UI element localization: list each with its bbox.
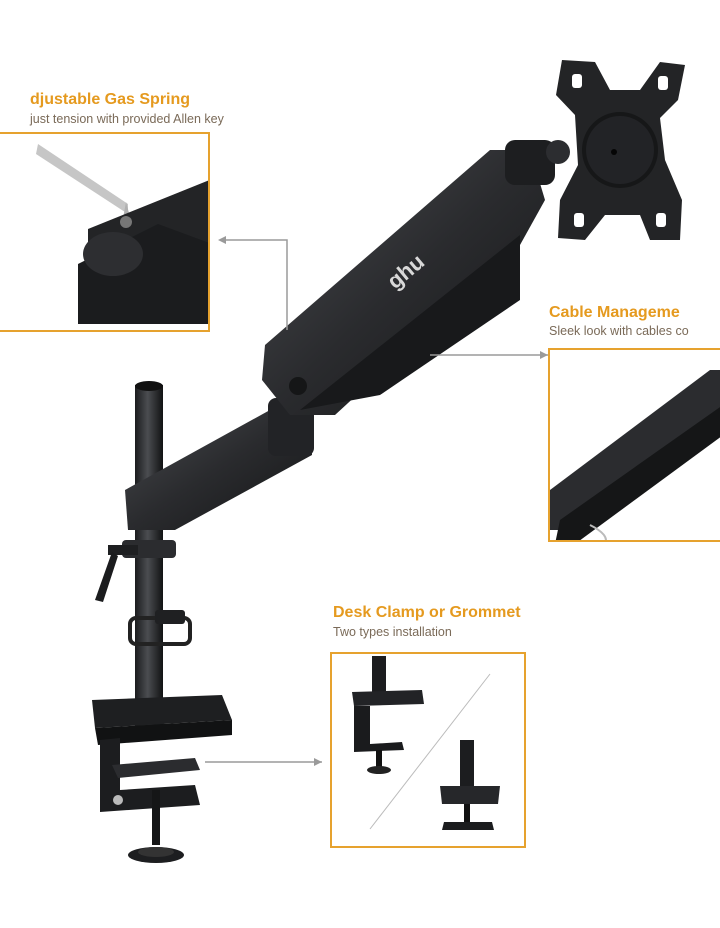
clamp-detail-image bbox=[352, 656, 500, 830]
clamp-title: Desk Clamp or Grommet bbox=[333, 604, 521, 621]
gas-spring-detail-image bbox=[36, 144, 208, 324]
arrow-left-icon bbox=[218, 236, 226, 244]
tilt-joint bbox=[505, 140, 570, 185]
cable-management-title: Cable Manageme bbox=[549, 304, 680, 321]
cable-management-detail-frame bbox=[548, 348, 720, 542]
cable-management-detail-image bbox=[550, 370, 720, 540]
gas-spring-detail-frame bbox=[0, 132, 210, 332]
pole bbox=[122, 381, 192, 735]
vesa-mount-plate bbox=[556, 60, 685, 240]
clamp-detail-frame bbox=[330, 652, 526, 848]
arrow-left-icon bbox=[314, 758, 322, 766]
clamp-subtitle: Two types installation bbox=[333, 625, 452, 639]
desk-clamp bbox=[92, 695, 232, 863]
pointer-lines bbox=[205, 239, 548, 763]
gas-spring-subtitle: just tension with provided Allen key bbox=[30, 112, 224, 126]
height-adjust-lever bbox=[95, 545, 138, 602]
arrow-left-icon bbox=[540, 351, 548, 359]
gas-spring-title: djustable Gas Spring bbox=[30, 91, 191, 108]
cable-management-subtitle: Sleek look with cables co bbox=[549, 324, 689, 338]
cable-clip bbox=[155, 610, 185, 624]
gas-spring-arm: ghu bbox=[262, 150, 545, 415]
